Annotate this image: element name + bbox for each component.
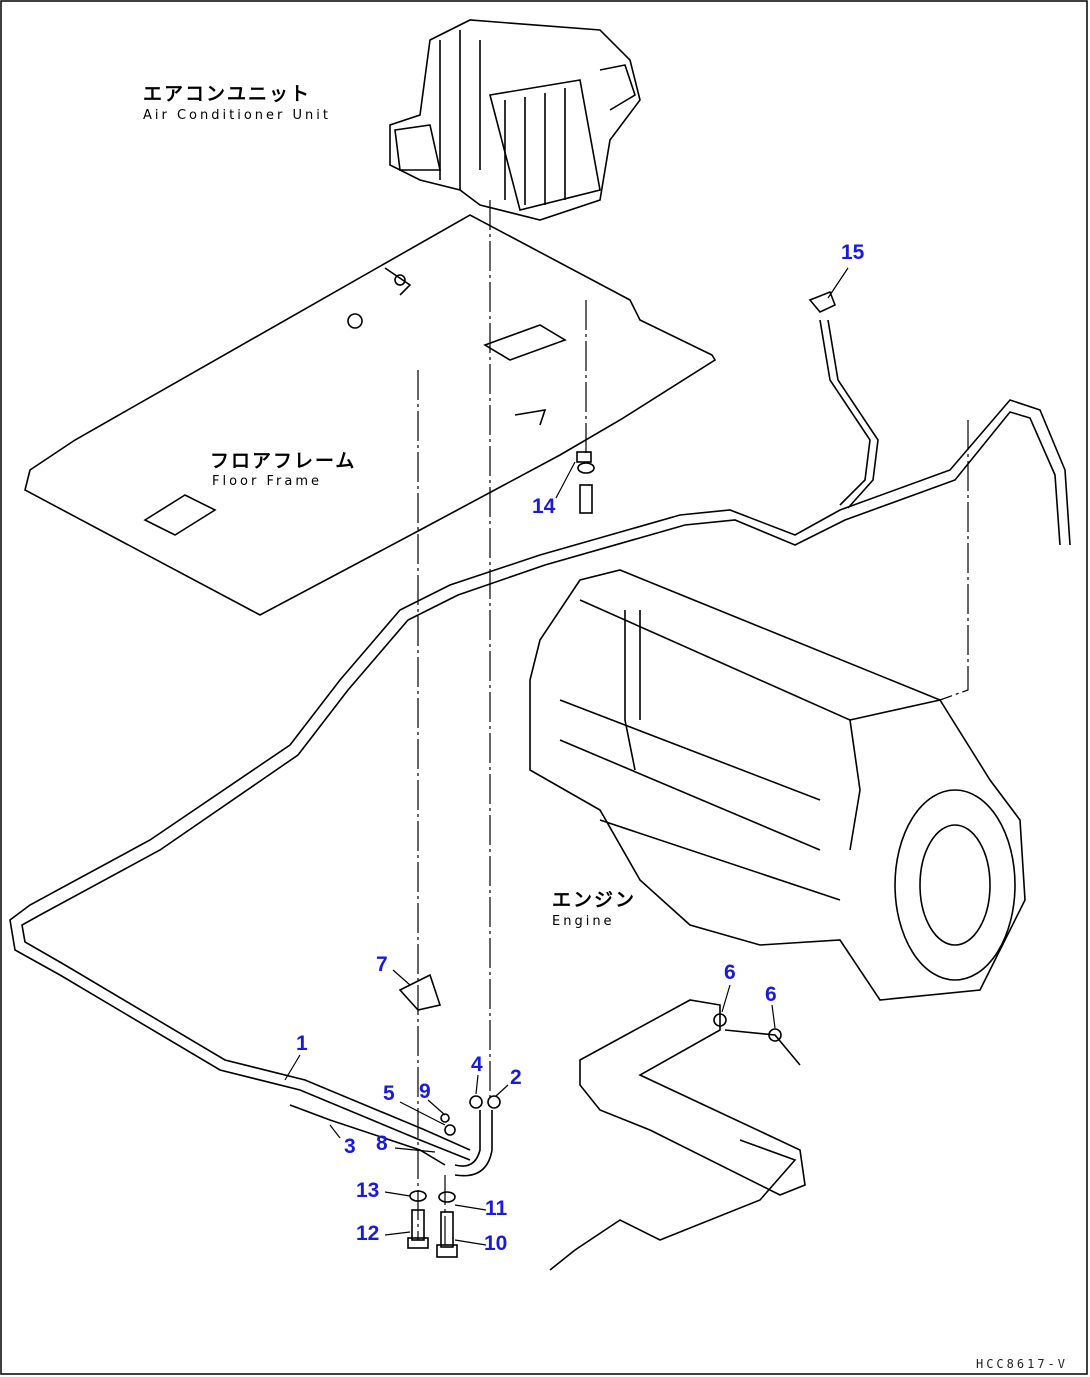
leader-lines	[284, 267, 849, 1246]
engine-drawing	[529, 569, 1026, 1001]
callout-12: 12	[356, 1222, 380, 1245]
callout-6b: 6	[765, 983, 777, 1006]
callout-10: 10	[484, 1232, 508, 1255]
callout-3: 3	[344, 1135, 356, 1158]
hose-assembly	[9, 319, 1071, 1177]
air-conditioner-unit-drawing	[389, 19, 641, 221]
ac-unit-label-en: Air Conditioner Unit	[143, 108, 331, 123]
engine-label-jp: エンジン	[552, 889, 637, 911]
callout-8: 8	[376, 1132, 388, 1155]
callout-2: 2	[510, 1066, 522, 1089]
drawing-code: HCC8617-V	[975, 1357, 1068, 1371]
ac-unit-label-jp: エアコンユニット	[143, 83, 312, 105]
floor-frame-label-en: Floor Frame	[212, 474, 322, 489]
callout-15: 15	[841, 241, 865, 264]
callout-9: 9	[419, 1080, 431, 1103]
fasteners	[398, 290, 837, 1258]
callout-11: 11	[485, 1197, 508, 1220]
callout-13: 13	[356, 1179, 380, 1202]
engine-label-en: Engine	[552, 914, 615, 929]
bracket-assembly-drawing	[549, 999, 806, 1271]
callout-14: 14	[532, 495, 556, 518]
floor-frame-label-jp: フロアフレーム	[210, 450, 357, 472]
center-lines	[417, 200, 969, 1245]
callout-1: 1	[296, 1032, 308, 1055]
callout-6a: 6	[724, 961, 736, 984]
callout-7: 7	[376, 953, 388, 976]
callout-5: 5	[383, 1082, 395, 1105]
floor-frame-drawing	[24, 214, 717, 616]
callout-4: 4	[471, 1053, 483, 1076]
